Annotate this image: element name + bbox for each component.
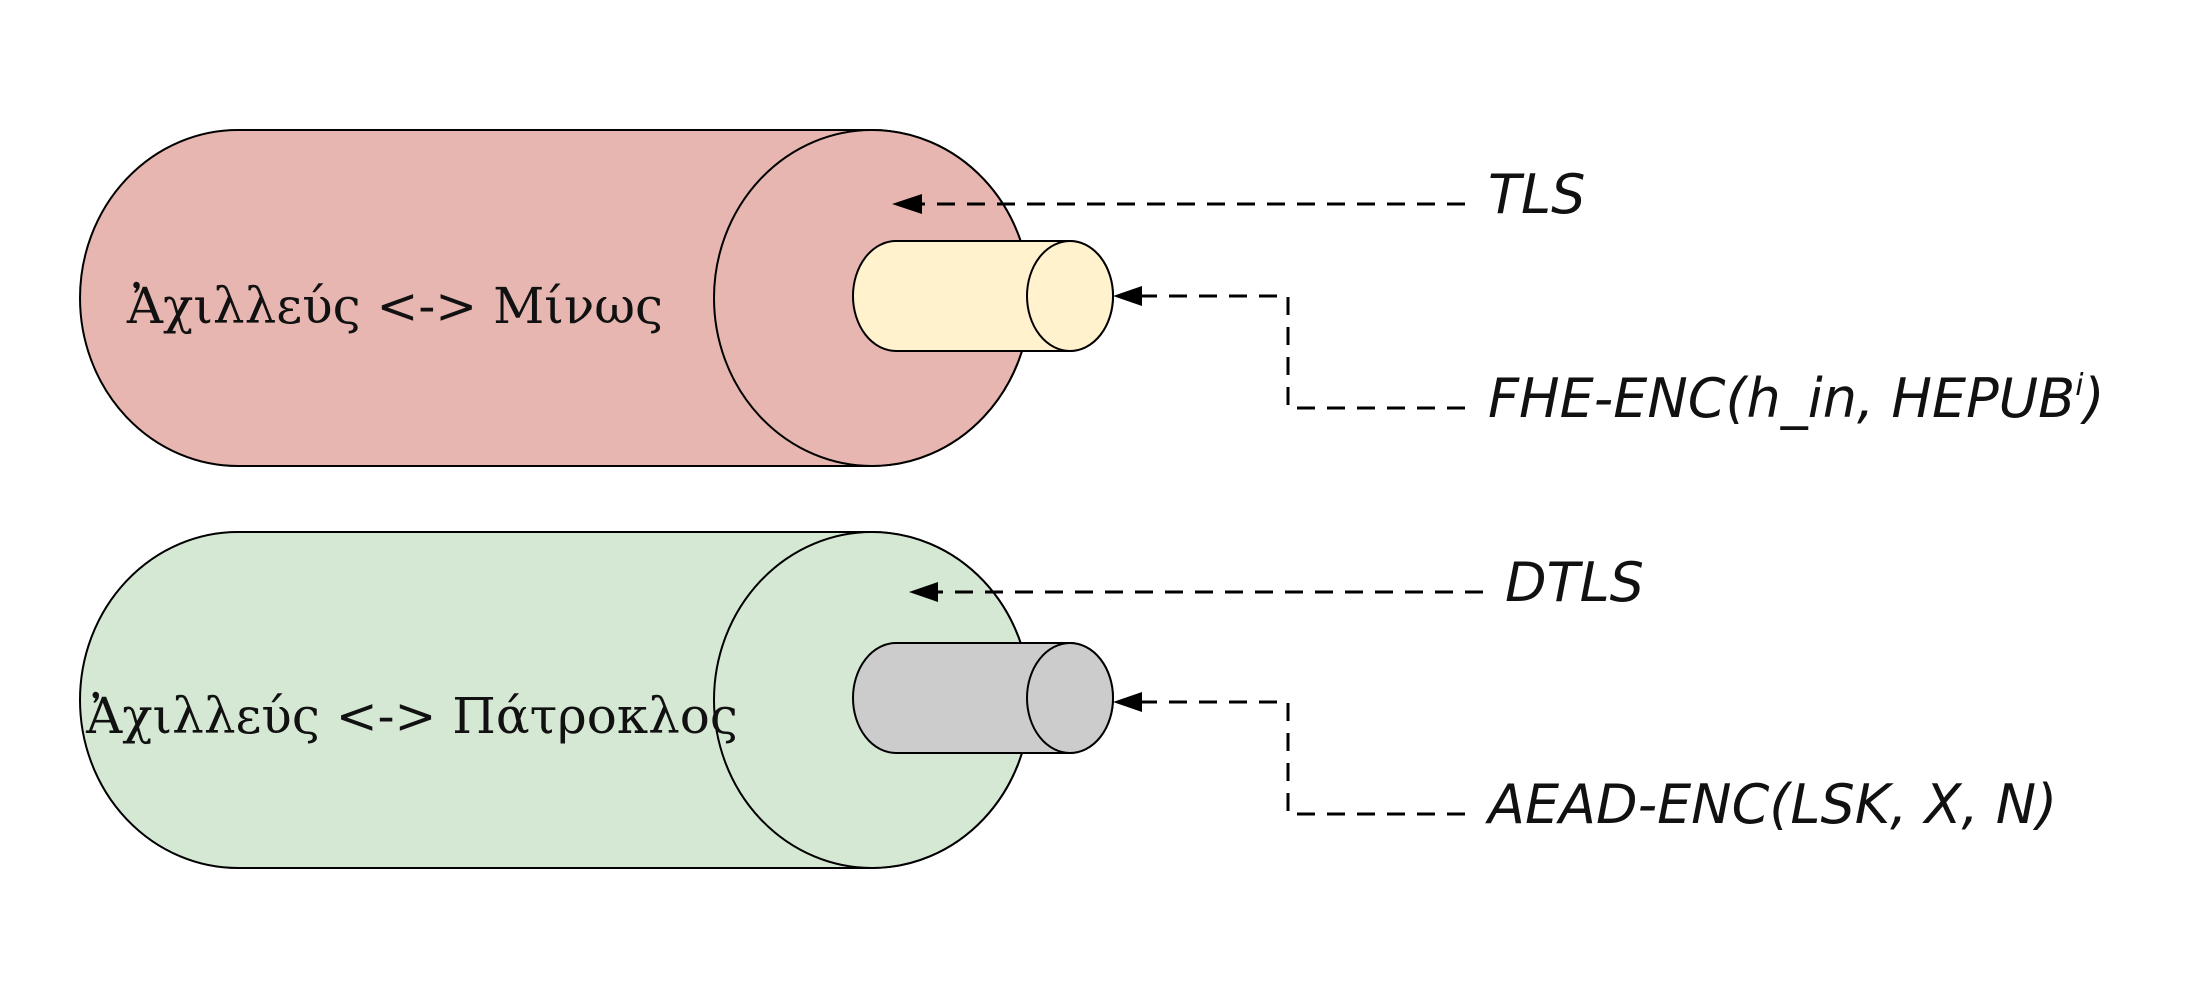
tunnel-label: Ἀχιλλεύς <-> Μίνως	[126, 277, 663, 335]
inner-tunnel-face	[1026, 240, 1114, 352]
inner-protocol-arrowhead	[1113, 286, 1142, 306]
outer-protocol-arrowhead	[909, 582, 938, 602]
tunnel-minos: Ἀχιλλεύς <-> Μίνως TLS FHE-ENC(h_in, HEP…	[79, 129, 2105, 467]
inner-protocol-superscript: i	[2075, 368, 2084, 403]
inner-protocol-leader	[1142, 294, 1465, 410]
outer-protocol-arrowhead	[892, 194, 922, 214]
inner-protocol-label: FHE-ENC(h_in, HEPUBi)	[1488, 367, 2105, 430]
tunnel-patroklos: Ἀχιλλεύς <-> Πάτροκλος DTLS AEAD-ENC(LSK…	[79, 531, 2057, 869]
outer-protocol-label: DTLS	[1505, 551, 1644, 614]
inner-protocol-arrowhead	[1113, 692, 1142, 712]
inner-protocol-leader	[1142, 700, 1465, 816]
tunnel-label: Ἀχιλλεύς <-> Πάτροκλος	[85, 687, 738, 745]
outer-protocol-label: TLS	[1488, 163, 1585, 226]
inner-tunnel-face	[1026, 642, 1114, 754]
inner-protocol-label: AEAD-ENC(LSK, X, N)	[1485, 773, 2057, 836]
